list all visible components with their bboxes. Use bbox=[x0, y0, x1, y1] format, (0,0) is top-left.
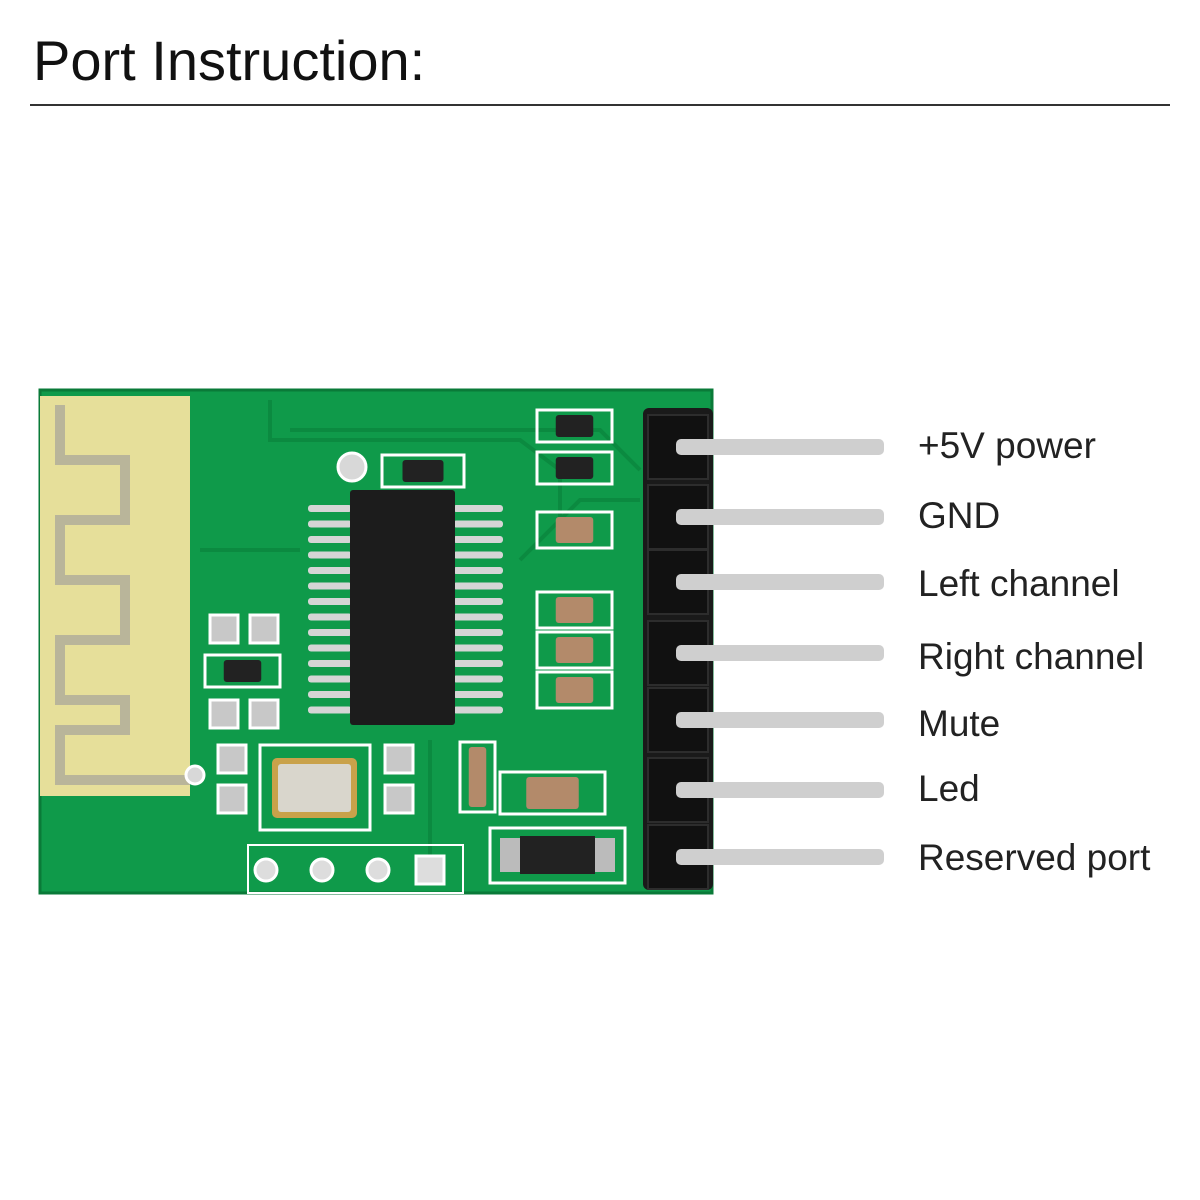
smd-part bbox=[402, 460, 444, 482]
ic-leg bbox=[308, 598, 352, 605]
ic-leg bbox=[308, 691, 352, 698]
smd-outline bbox=[535, 590, 614, 630]
smd-part bbox=[555, 677, 594, 703]
smd-pad bbox=[383, 783, 415, 815]
ic-leg bbox=[308, 582, 352, 590]
traces bbox=[200, 400, 642, 880]
smd-part bbox=[223, 660, 262, 682]
smd-outline bbox=[535, 510, 614, 550]
smd-pad bbox=[208, 613, 240, 645]
pin-label-left-channel: Left channel bbox=[918, 563, 1120, 604]
smd-part bbox=[555, 597, 594, 623]
ic-leg bbox=[308, 613, 352, 621]
smd-components bbox=[203, 408, 614, 816]
header-pin-3 bbox=[676, 574, 884, 590]
antenna-area bbox=[40, 396, 206, 796]
header-pin-5 bbox=[676, 712, 884, 728]
pin-label-reserved-port: Reserved port bbox=[918, 837, 1151, 878]
ic-leg bbox=[453, 706, 503, 714]
smd-outline bbox=[498, 770, 607, 816]
smd-outline bbox=[535, 630, 614, 670]
smd-part bbox=[468, 747, 487, 807]
smd-part bbox=[555, 637, 594, 663]
ic-leg bbox=[308, 567, 352, 574]
pin-label-led: Led bbox=[918, 768, 980, 809]
ic-leg bbox=[308, 706, 352, 714]
header-pin-7 bbox=[676, 849, 884, 865]
header-pin-4 bbox=[676, 645, 884, 661]
title-divider bbox=[30, 104, 1170, 106]
ic-leg bbox=[453, 520, 503, 528]
ic-leg bbox=[453, 675, 503, 683]
smd-part bbox=[555, 457, 594, 479]
smd-pad bbox=[383, 743, 415, 775]
ic-leg bbox=[453, 660, 503, 667]
diode bbox=[488, 826, 627, 885]
through-holes bbox=[247, 844, 464, 894]
ic-leg bbox=[308, 629, 352, 636]
ic-leg bbox=[453, 551, 503, 559]
smd-part bbox=[555, 415, 594, 437]
header-pin-6 bbox=[676, 782, 884, 798]
ic-leg bbox=[308, 675, 352, 683]
pin-header bbox=[643, 408, 884, 890]
page-title: Port Instruction: bbox=[33, 29, 426, 92]
ic-leg bbox=[453, 629, 503, 636]
ic-leg bbox=[453, 567, 503, 574]
smd-pad bbox=[216, 783, 248, 815]
smd-outline bbox=[535, 408, 614, 444]
smd-pad bbox=[248, 698, 280, 730]
smd-outline bbox=[535, 670, 614, 710]
ic-leg bbox=[453, 613, 503, 621]
ic-leg bbox=[453, 644, 503, 652]
ic-leg bbox=[308, 536, 352, 543]
crystal bbox=[258, 743, 372, 832]
smd-outline bbox=[458, 740, 497, 814]
smd-pad bbox=[216, 743, 248, 775]
ic-leg bbox=[453, 598, 503, 605]
ic-leg bbox=[453, 536, 503, 543]
ic-chip bbox=[308, 451, 503, 725]
smd-pad bbox=[248, 613, 280, 645]
header-pin-1 bbox=[676, 439, 884, 455]
ic-leg bbox=[308, 644, 352, 652]
ic-leg bbox=[453, 691, 503, 698]
pin-label-mute: Mute bbox=[918, 703, 1001, 744]
ic-leg bbox=[308, 551, 352, 559]
pin-label-right-channel: Right channel bbox=[918, 636, 1145, 677]
ic-leg bbox=[308, 660, 352, 667]
smd-outline bbox=[535, 450, 614, 486]
ic-leg bbox=[453, 505, 503, 512]
ic-leg bbox=[308, 505, 352, 512]
pin-label-gnd: GND bbox=[918, 495, 1001, 536]
ic-leg bbox=[308, 520, 352, 528]
smd-part bbox=[526, 777, 579, 809]
ic-leg bbox=[453, 582, 503, 590]
pin-label-5v-power: +5V power bbox=[918, 425, 1096, 466]
smd-outline bbox=[203, 653, 282, 689]
smd-part bbox=[555, 517, 594, 543]
smd-pad bbox=[208, 698, 240, 730]
header-pin-2 bbox=[676, 509, 884, 525]
smd-outline bbox=[380, 453, 466, 489]
